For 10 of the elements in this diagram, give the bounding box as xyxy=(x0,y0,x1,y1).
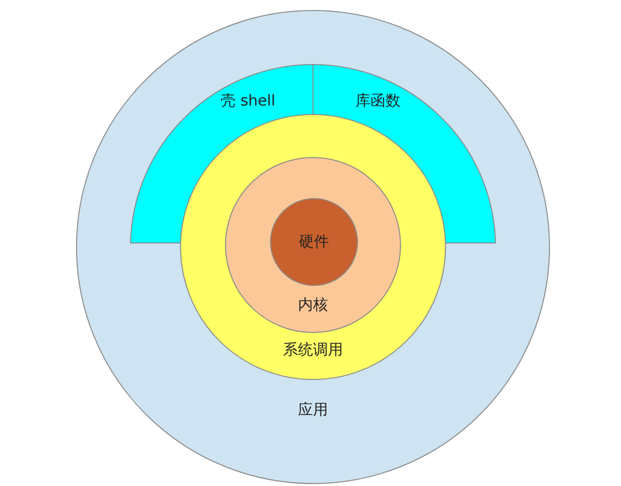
kernel-ring xyxy=(225,157,401,333)
layer-label: 内核 xyxy=(298,296,328,314)
layer-label: 系统调用 xyxy=(283,340,343,360)
layer-label: 应用 xyxy=(298,400,328,420)
layer-label: 硬件 xyxy=(299,232,329,252)
layer-label: 库函数 xyxy=(356,92,400,110)
hardware-circle xyxy=(270,198,358,286)
layer-label: 壳 shell xyxy=(220,92,276,110)
syscall-ring xyxy=(180,114,446,380)
outer-layer-circle xyxy=(76,10,550,484)
